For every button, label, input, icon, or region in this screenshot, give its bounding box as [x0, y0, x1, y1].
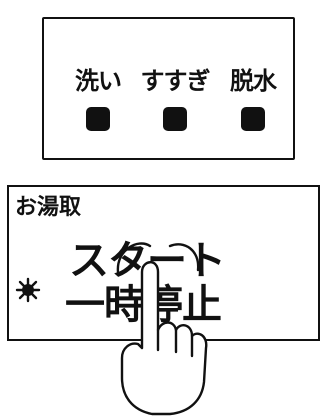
- button-title: お湯取: [15, 195, 82, 220]
- status-panel: 洗い すすぎ 脱水: [42, 17, 295, 160]
- step-rinse-label: すすぎ: [140, 67, 211, 95]
- step-spin: 脱水: [214, 67, 292, 131]
- pointing-hand-icon: [116, 242, 208, 416]
- step-rinse: すすぎ: [136, 67, 214, 131]
- step-wash-label: 洗い: [75, 67, 122, 95]
- wash-lamp-icon: [86, 107, 110, 131]
- step-wash: 洗い: [59, 67, 137, 131]
- rinse-lamp-icon: [163, 107, 187, 131]
- spin-lamp-icon: [241, 107, 265, 131]
- led-indicator-icon: [15, 277, 41, 303]
- step-spin-label: 脱水: [230, 67, 277, 95]
